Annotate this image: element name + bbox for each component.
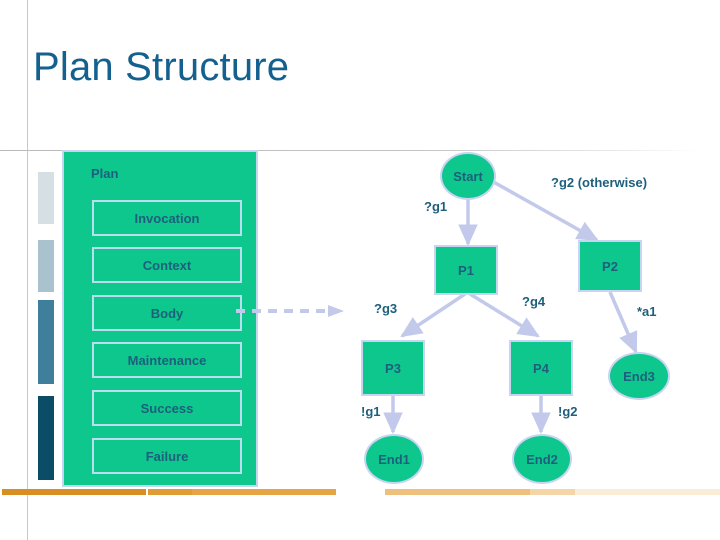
body-to-flow-dashed-arrow bbox=[236, 305, 344, 317]
node-start[interactable]: Start bbox=[440, 152, 496, 200]
sidebar-bar-1 bbox=[38, 172, 54, 224]
node-end3[interactable]: End3 bbox=[608, 352, 670, 400]
plan-item-success[interactable]: Success bbox=[92, 390, 242, 426]
edge-label-bang-g1: !g1 bbox=[361, 404, 381, 419]
footer-accent-bar-2 bbox=[148, 489, 210, 495]
node-end2[interactable]: End2 bbox=[512, 434, 572, 484]
edge-label-bang-g2: !g2 bbox=[558, 404, 578, 419]
node-end1[interactable]: End1 bbox=[364, 434, 424, 484]
node-p3[interactable]: P3 bbox=[361, 340, 425, 396]
sidebar-bar-2 bbox=[38, 240, 54, 292]
left-vertical-rule bbox=[27, 0, 28, 540]
edge-p1-p3 bbox=[400, 292, 466, 338]
plan-item-body[interactable]: Body bbox=[92, 295, 242, 331]
node-p1[interactable]: P1 bbox=[434, 245, 498, 295]
footer-accent-bar-1 bbox=[2, 489, 146, 495]
node-p4[interactable]: P4 bbox=[509, 340, 573, 396]
node-p2[interactable]: P2 bbox=[578, 240, 642, 292]
edge-p2-end3 bbox=[608, 291, 638, 354]
plan-item-context[interactable]: Context bbox=[92, 247, 242, 283]
sidebar-bar-3 bbox=[38, 300, 54, 384]
edge-label-a1: *a1 bbox=[637, 304, 657, 319]
plan-panel: Plan Invocation Context Body Maintenance… bbox=[62, 150, 258, 487]
sidebar-decorative-bars bbox=[38, 168, 54, 483]
footer-accent-bar-3 bbox=[192, 489, 336, 495]
plan-item-maintenance[interactable]: Maintenance bbox=[92, 342, 242, 378]
edge-label-g3: ?g3 bbox=[374, 301, 398, 316]
edge-label-g4: ?g4 bbox=[522, 294, 546, 309]
sidebar-bar-4 bbox=[38, 396, 54, 480]
plan-panel-title: Plan bbox=[91, 166, 119, 181]
plan-item-failure[interactable]: Failure bbox=[92, 438, 242, 474]
plan-item-invocation[interactable]: Invocation bbox=[92, 200, 242, 236]
footer-accent-bar-6 bbox=[575, 489, 720, 495]
edge-label-g2: ?g2 (otherwise) bbox=[551, 175, 648, 190]
footer-accent-bar-4 bbox=[385, 489, 530, 495]
edge-label-g1: ?g1 bbox=[424, 199, 448, 214]
page-title: Plan Structure bbox=[33, 45, 290, 89]
header-horizontal-rule bbox=[0, 150, 700, 151]
